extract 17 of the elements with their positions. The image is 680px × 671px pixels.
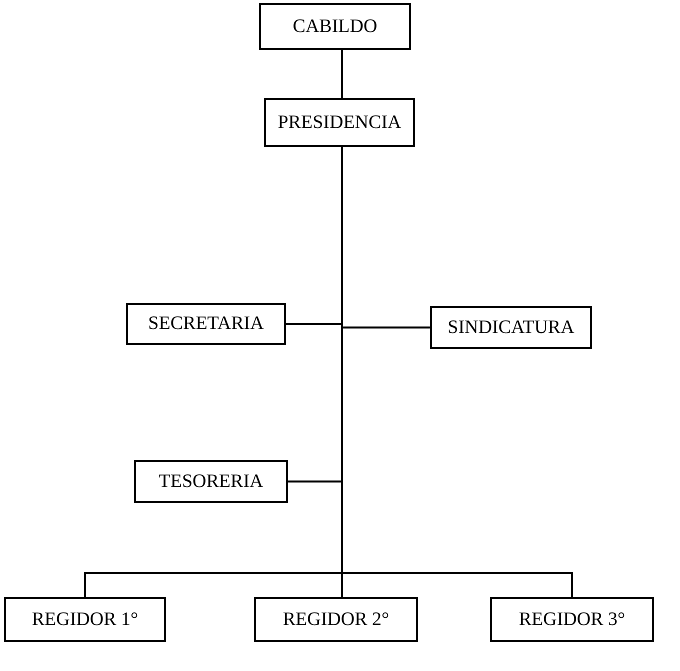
org-box [490,597,654,642]
org-box [126,303,286,345]
org-box [254,597,418,642]
org-label: REGIDOR 3° [518,608,626,630]
org-box [259,3,411,50]
org-label: REGIDOR 1° [32,608,138,630]
org-box [134,460,288,503]
org-label: PRESIDENCIA [278,112,402,134]
org-label: CABILDO [292,16,378,38]
org-label: TESORERIA [158,470,264,492]
org-box [430,306,592,349]
connector-line [341,50,343,98]
org-box [4,597,166,642]
org-box [264,98,415,147]
org-label: SECRETARIA [148,313,264,335]
org-label: REGIDOR 2° [282,608,390,630]
org-label: SINDICATURA [448,316,574,338]
